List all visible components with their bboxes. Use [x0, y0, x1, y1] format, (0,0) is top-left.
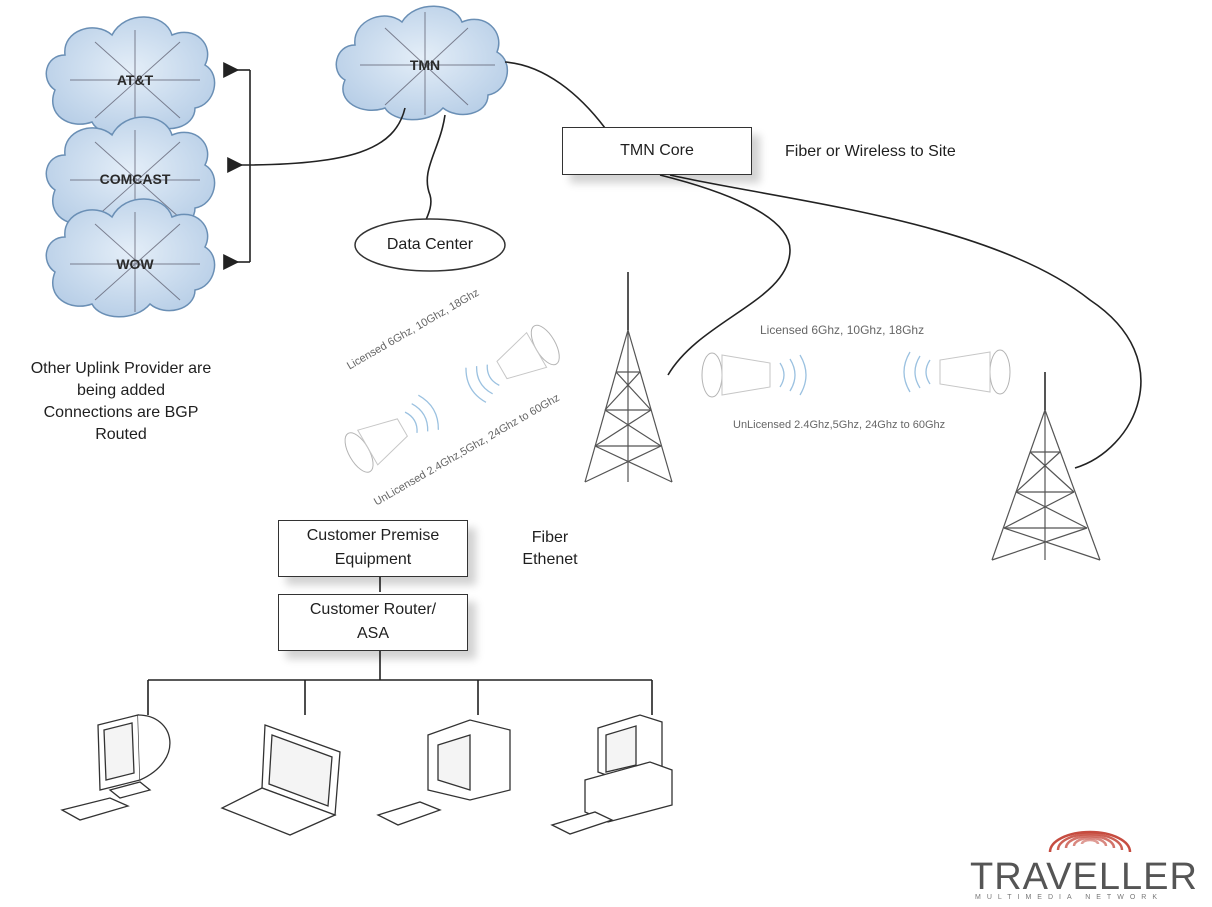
uplink-note-line: Other Uplink Provider are: [30, 360, 212, 377]
cloud-tmn: [335, 5, 508, 121]
cpe-label-line2: Equipment: [334, 551, 412, 568]
fiber-wireless-label: Fiber or Wireless to Site: [785, 143, 956, 160]
data-center-shape: [354, 218, 506, 272]
desktop-computer-icon: [376, 719, 511, 826]
router-label-line2: ASA: [356, 625, 389, 642]
traveller-logo-icon: [1048, 830, 1132, 853]
cloud-label-wow: WOW: [116, 256, 154, 272]
fiber-ethernet-line1: Fiber: [531, 529, 569, 546]
traveller-logo-text: TRAVELLER: [970, 856, 1198, 898]
desktop-computer-icon: [60, 714, 171, 821]
tmn-core-node: TMN Core: [562, 127, 752, 175]
data-center-label: Data Center: [386, 236, 474, 253]
uplink-note-line: Routed: [95, 426, 147, 443]
cpe-label-line1: Customer Premise: [306, 527, 440, 544]
fiber-ethernet-label: Fiber Ethenet: [500, 527, 600, 571]
connectors: [147, 61, 1142, 715]
cloud-label-tmn: TMN: [409, 57, 441, 73]
fiber-ethernet-line2: Ethenet: [522, 551, 578, 568]
licensed-bands-right: Licensed 6Ghz, 10Ghz, 18Ghz: [760, 323, 925, 337]
customer-premise-equipment-node: Customer Premise Equipment: [278, 520, 468, 577]
customer-router-node: Customer Router/ ASA: [278, 594, 468, 651]
uplink-note: Other Uplink Provider are being added Co…: [0, 358, 242, 446]
tower-left-icon: [584, 272, 673, 483]
cloud-label-att: AT&T: [116, 72, 154, 88]
workstation-computer-icon: [550, 714, 673, 835]
cloud-label-comcast: COMCAST: [99, 171, 171, 187]
cloud-wow: [45, 198, 216, 318]
traveller-logo-tagline: MULTIMEDIA NETWORK: [975, 894, 1163, 901]
uplink-note-line: being added: [76, 382, 166, 399]
laptop-icon: [220, 724, 341, 836]
microwave-link-right: [701, 349, 1011, 398]
unlicensed-bands-right: UnLicensed 2.4Ghz,5Ghz, 24Ghz to 60Ghz: [733, 419, 946, 431]
uplink-note-line: Connections are BGP: [43, 404, 199, 421]
router-label-line1: Customer Router/: [309, 601, 437, 618]
tmn-core-label: TMN Core: [620, 142, 694, 159]
microwave-link-left: [344, 324, 560, 473]
tower-right-icon: [991, 372, 1101, 561]
